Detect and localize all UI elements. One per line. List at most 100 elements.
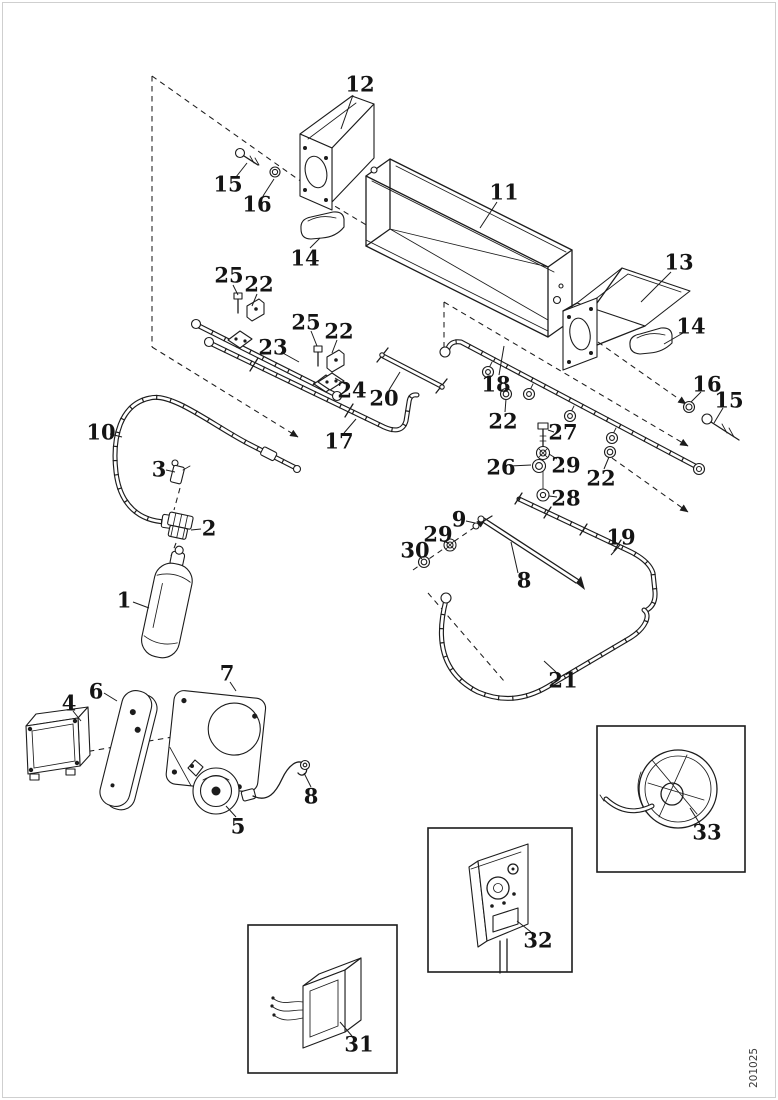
leader-line-21 xyxy=(543,660,557,673)
leader-line-10 xyxy=(109,433,123,438)
leader-line-22 xyxy=(251,293,258,307)
inset-box-31 xyxy=(247,924,398,1074)
part-label-32: 32 xyxy=(523,928,552,953)
part-label-19: 19 xyxy=(606,525,635,550)
leader-line-12 xyxy=(340,94,354,130)
part-label-15: 15 xyxy=(213,172,242,197)
leader-line-8 xyxy=(303,772,312,788)
leader-line-13 xyxy=(640,271,672,303)
part-label-29: 29 xyxy=(551,453,580,478)
part-label-12: 12 xyxy=(345,72,374,97)
part-11-beam xyxy=(365,158,573,338)
part-label-8: 8 xyxy=(304,784,319,809)
leader-line-25 xyxy=(310,330,318,347)
part-label-7: 7 xyxy=(220,661,235,686)
part-8-rod xyxy=(477,515,585,590)
part-19-tube xyxy=(514,492,655,611)
part-15-bolt-right xyxy=(701,413,740,441)
part-label-5: 5 xyxy=(231,814,246,839)
part-3-fitting xyxy=(169,459,191,485)
part-label-18: 18 xyxy=(481,372,510,397)
part-label-29: 29 xyxy=(423,522,452,547)
part-label-11: 11 xyxy=(489,180,518,205)
leader-line-8 xyxy=(510,541,519,574)
part-5-horn xyxy=(187,759,240,815)
leader-line-4 xyxy=(72,710,82,722)
part-2-coupler xyxy=(167,511,194,540)
part-10-hose xyxy=(115,397,302,530)
part-25-22-clamp-kit-2 xyxy=(313,345,345,373)
part-label-14: 14 xyxy=(290,246,319,271)
part-label-30: 30 xyxy=(400,538,429,563)
part-label-14: 14 xyxy=(676,314,705,339)
leader-line-22 xyxy=(504,398,507,413)
part-label-16: 16 xyxy=(242,192,271,217)
part-label-9: 9 xyxy=(452,507,467,532)
leader-line-16 xyxy=(690,391,702,403)
part-1-cylinder xyxy=(141,545,193,659)
leader-line-6 xyxy=(103,692,118,702)
leader-line-22 xyxy=(603,456,610,470)
part-17-tube xyxy=(203,336,418,430)
part-label-10: 10 xyxy=(86,420,115,445)
leader-line-14 xyxy=(663,332,684,345)
part-label-22: 22 xyxy=(488,409,517,434)
part-label-15: 15 xyxy=(714,388,743,413)
part-8-cable xyxy=(240,759,311,802)
part-label-23: 23 xyxy=(258,335,287,360)
part-label-16: 16 xyxy=(692,372,721,397)
part-25-22-clamp-kit-1 xyxy=(233,292,265,322)
part-label-28: 28 xyxy=(551,486,580,511)
part-label-27: 27 xyxy=(548,420,577,445)
part-label-26: 26 xyxy=(486,455,515,480)
leader-line-26 xyxy=(509,464,532,467)
leader-line-33 xyxy=(689,807,701,825)
leader-line-17 xyxy=(343,418,357,434)
part-label-8: 8 xyxy=(517,568,532,593)
part-6-panel xyxy=(99,690,158,811)
part-14-clamp-top xyxy=(300,211,345,240)
part-24-saddle xyxy=(317,372,345,391)
part-20-tube xyxy=(376,347,448,394)
leader-line-25 xyxy=(232,284,239,296)
leader-line-11 xyxy=(479,201,498,229)
part-label-6: 6 xyxy=(89,679,104,704)
part-label-20: 20 xyxy=(369,386,398,411)
part-label-33: 33 xyxy=(692,820,721,845)
part-21-tube xyxy=(441,592,647,698)
part-label-1: 1 xyxy=(117,588,132,613)
leader-line-29 xyxy=(548,453,558,460)
part-13-bracket xyxy=(562,267,691,371)
part-label-22: 22 xyxy=(244,272,273,297)
leader-line-32 xyxy=(516,920,532,933)
leader-line-31 xyxy=(339,1021,353,1037)
part-label-17: 17 xyxy=(324,429,353,454)
part-label-3: 3 xyxy=(152,457,167,482)
doc-number: 201025 xyxy=(748,1048,760,1088)
leader-line-5 xyxy=(225,805,237,818)
part-16-nut-right xyxy=(682,400,696,414)
part-label-22: 22 xyxy=(586,466,615,491)
part-label-22: 22 xyxy=(324,319,353,344)
part-12-bracket xyxy=(299,95,375,211)
part-label-31: 31 xyxy=(344,1032,373,1057)
leader-line-14 xyxy=(309,237,321,249)
inset-box-33 xyxy=(596,725,746,873)
part-label-13: 13 xyxy=(664,250,693,275)
leader-line-7 xyxy=(229,681,237,692)
part-22-nut-b xyxy=(603,445,617,459)
part-9-stud xyxy=(472,515,493,530)
part-label-4: 4 xyxy=(62,691,77,716)
leader-line-24 xyxy=(334,377,346,385)
part-label-2: 2 xyxy=(202,516,217,541)
part-14-clamp-right xyxy=(629,327,673,355)
part-label-21: 21 xyxy=(548,668,577,693)
inset-box-32 xyxy=(427,827,573,974)
part-4-control-box xyxy=(25,706,91,781)
part-label-24: 24 xyxy=(337,378,366,403)
leader-line-15 xyxy=(235,162,248,178)
leader-line-27 xyxy=(547,429,555,433)
leader-line-22 xyxy=(331,339,338,354)
